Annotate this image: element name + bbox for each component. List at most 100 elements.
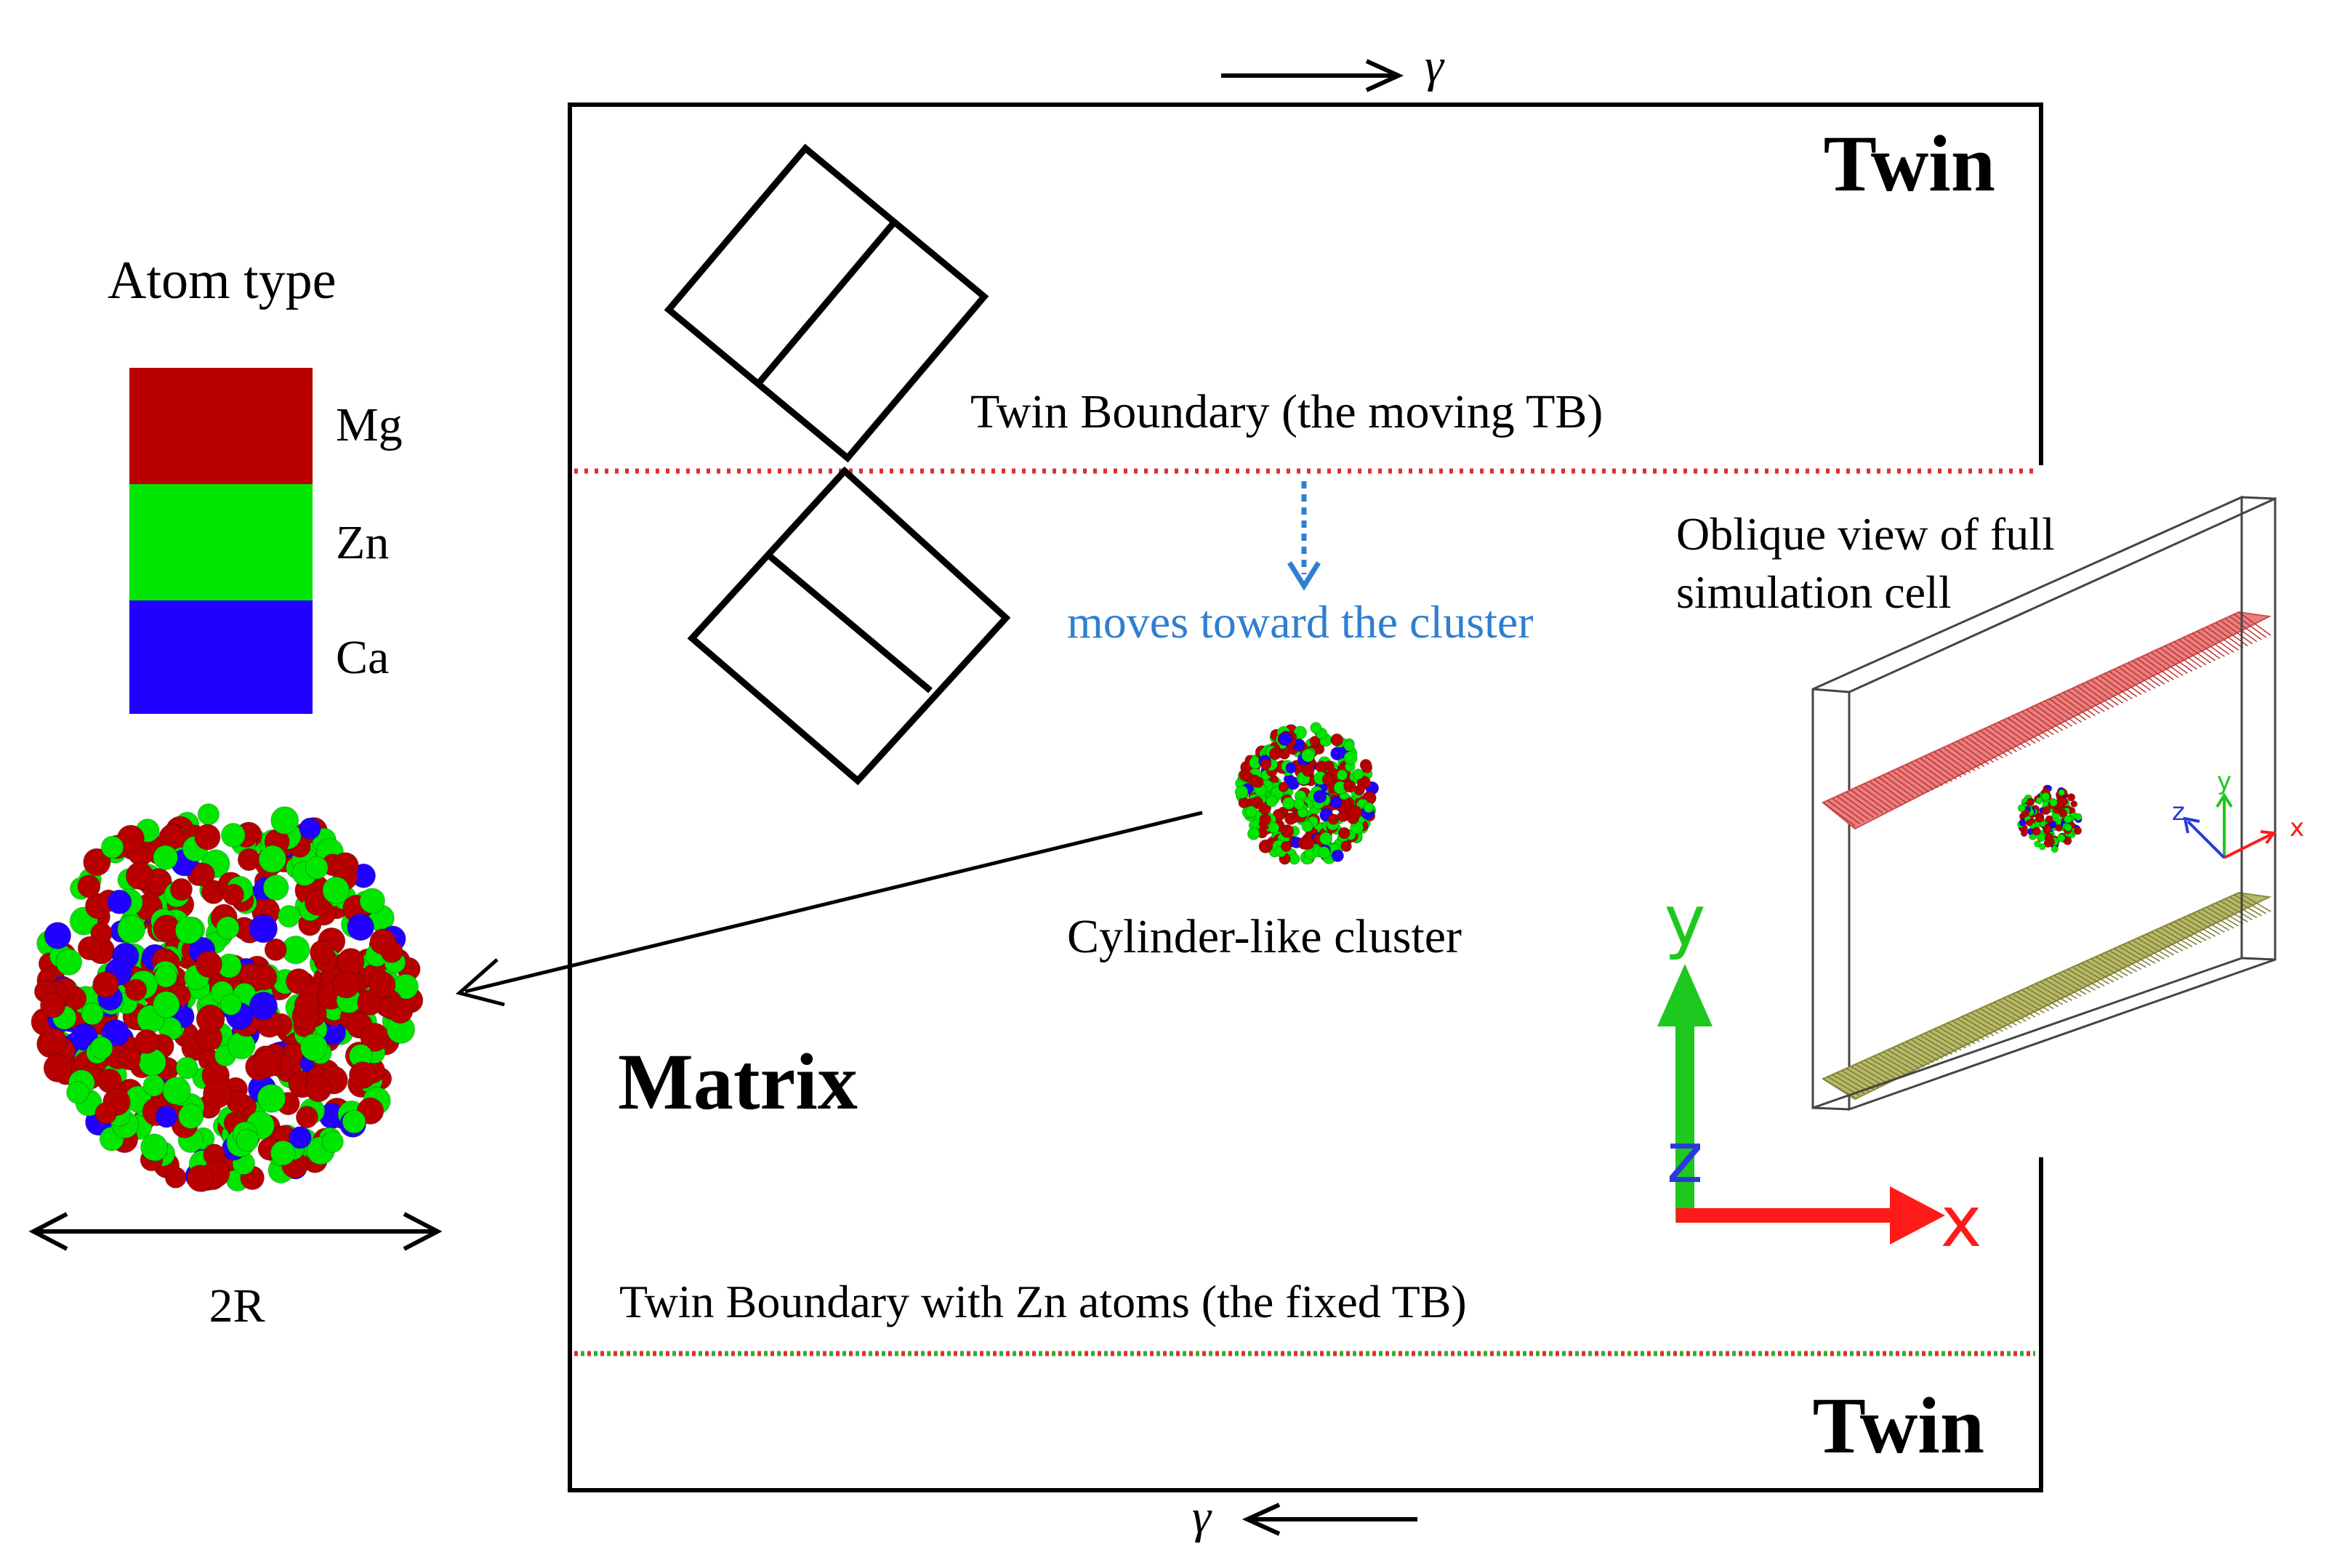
axis-y-label: y (1665, 880, 1706, 962)
atom (2045, 832, 2054, 841)
atom (2059, 797, 2069, 806)
plane-hatch (2155, 649, 2189, 675)
atom (100, 835, 124, 859)
plane-hatch (2183, 917, 2216, 937)
plane-hatch (2113, 668, 2146, 693)
atom (1343, 751, 1358, 765)
atom (305, 889, 331, 916)
atom (387, 998, 414, 1024)
plane-hatch (2146, 654, 2179, 678)
plane-hatch (2077, 686, 2110, 710)
atom (1279, 748, 1290, 760)
plane-hatch (1971, 1012, 2003, 1032)
plane-hatch (2021, 989, 2054, 1010)
hcp-cell-matrix (687, 466, 1011, 786)
atom (191, 862, 215, 887)
plane-hatch (2210, 904, 2244, 925)
atom (249, 992, 278, 1021)
moving-tb-label: Twin Boundary (the moving TB) (970, 385, 1603, 438)
plane-hatch (2173, 641, 2207, 666)
plane-hatch (2085, 681, 2119, 706)
plane-hatch (2090, 958, 2123, 978)
plane-hatch (2048, 698, 2082, 723)
atom (194, 824, 221, 851)
plane-hatch (1998, 721, 2031, 747)
atom (305, 856, 329, 880)
atom (140, 1133, 169, 1162)
plane-hatch (2099, 954, 2133, 974)
plane-hatch (1993, 1002, 2027, 1022)
hcp-cell-twin (664, 143, 989, 463)
atom (1340, 840, 1352, 852)
plane-hatch (2007, 717, 2040, 742)
atom (295, 1106, 318, 1129)
plane-hatch (2040, 702, 2073, 727)
atom (1239, 768, 1251, 781)
plane-hatch (1956, 1018, 1989, 1039)
atom (162, 1076, 191, 1106)
plane-hatch (2044, 700, 2077, 725)
shear-label-bottom: γ (1192, 1490, 1212, 1543)
atom (237, 848, 260, 872)
plane-hatch (1873, 1056, 1907, 1076)
plane-hatch (2178, 639, 2211, 664)
plane-hatch (1910, 1039, 1944, 1059)
atom (294, 992, 320, 1018)
plane-hatch (1998, 1000, 2031, 1020)
atom (1361, 762, 1373, 773)
atom (257, 1084, 286, 1113)
plane-hatch (1896, 768, 1930, 793)
atom (1310, 722, 1322, 734)
atom (222, 883, 244, 906)
atom (77, 936, 102, 961)
atom (1353, 768, 1364, 780)
plane-hatch (2104, 672, 2138, 698)
legend-swatch-zn (129, 484, 313, 602)
twin-top-label: Twin (1824, 119, 1995, 208)
oblique-view-inset: Oblique view of full simulation cell y x… (1676, 495, 2304, 1111)
atom (164, 1166, 187, 1189)
plane-hatch (1989, 725, 2022, 750)
atom (1293, 798, 1305, 811)
atom (1260, 758, 1272, 771)
plane-hatch (1850, 789, 1883, 814)
plane-hatch (2220, 619, 2253, 645)
fixed-tb-label: Twin Boundary with Zn atoms (the fixed T… (619, 1276, 1467, 1327)
plane-hatch (2049, 976, 2082, 997)
atom (2043, 824, 2052, 832)
plane-hatch (2136, 937, 2170, 958)
atom (1343, 740, 1355, 752)
atom (2041, 792, 2051, 801)
atom (299, 1033, 328, 1061)
plane-hatch (1891, 1047, 1925, 1067)
plane-hatch (2072, 688, 2105, 712)
plane-hatch (2178, 919, 2211, 939)
plane-hatch (2169, 923, 2202, 944)
atom (332, 970, 361, 999)
atom (1265, 795, 1278, 808)
plane-hatch (2173, 921, 2207, 941)
atom (81, 1002, 104, 1026)
atom (2051, 845, 2059, 853)
matrix-label: Matrix (618, 1037, 858, 1126)
plane-hatch (2197, 910, 2230, 931)
atom (1338, 827, 1351, 840)
atom (1309, 736, 1321, 747)
plane-hatch (1840, 793, 1874, 819)
atom (2017, 804, 2026, 813)
cluster-zoomed (31, 803, 424, 1192)
atom (142, 1074, 166, 1097)
plane-hatch (2122, 664, 2156, 689)
plane-hatch (1920, 757, 1952, 782)
plane-hatch (1961, 739, 1995, 763)
atom (2049, 798, 2059, 807)
inset-cluster (2016, 784, 2082, 853)
plane-hatch (2150, 931, 2184, 952)
plane-hatch (2206, 906, 2239, 927)
coordinate-axes: y z x (1657, 880, 1981, 1263)
plane-hatch (2169, 643, 2202, 668)
atom (1327, 813, 1340, 825)
plane-hatch (2128, 941, 2160, 962)
atom (249, 914, 278, 944)
plane-hatch (2192, 912, 2225, 933)
